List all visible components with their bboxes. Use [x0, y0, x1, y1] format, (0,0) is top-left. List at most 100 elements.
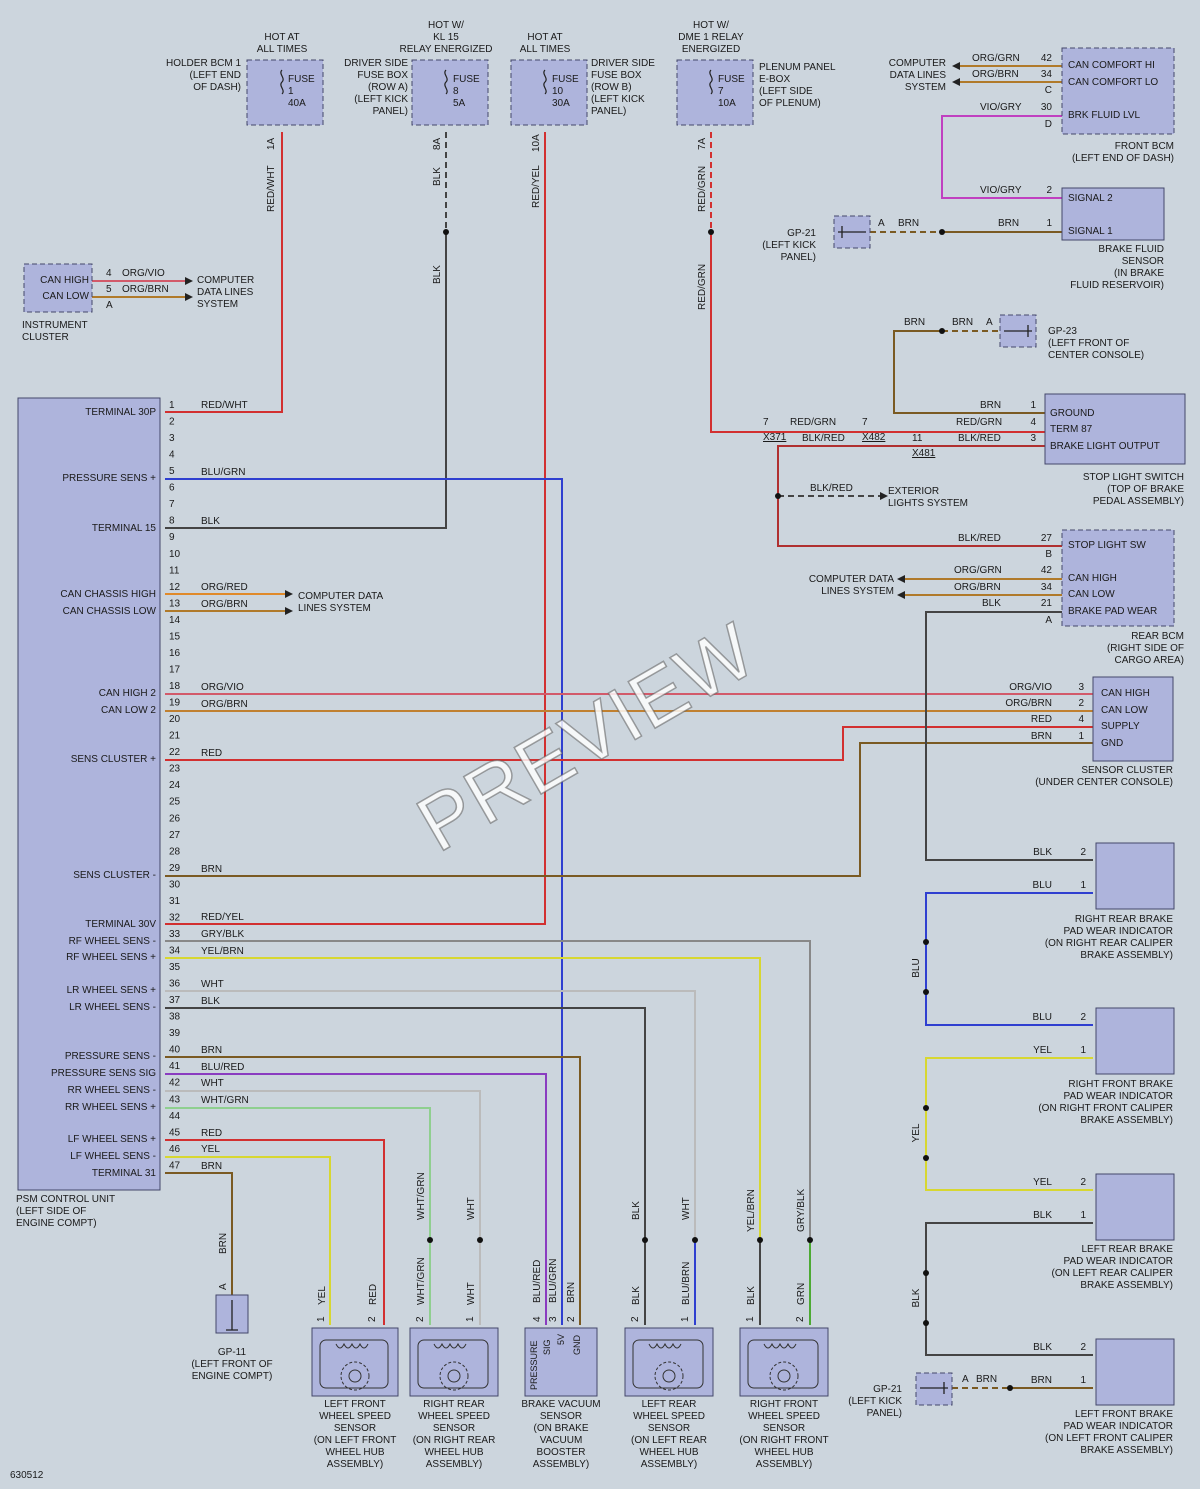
ic-pin-can-low: CAN LOW [42, 291, 89, 302]
psm-pin-number: 6 [169, 483, 175, 494]
fuse8-wire-lower: BLK [432, 265, 443, 284]
fbcm-dest-2: SYSTEM [905, 82, 946, 93]
psm-can-chassis-dest-0: COMPUTER DATA [298, 591, 384, 602]
psm-pin-number: 45 [169, 1127, 181, 1138]
pw-lr-name-2: (ON LEFT REAR CALIPER [1051, 1268, 1173, 1279]
psm-pin-number: 21 [169, 731, 181, 742]
fbcm-pin-can-comfort-lo: CAN COMFORT LO [1068, 77, 1158, 88]
psm-pin-number: 30 [169, 879, 181, 890]
rbcm-pin-can-high: CAN HIGH [1068, 573, 1117, 584]
arrow-ic-can-high [185, 277, 193, 285]
rr-name-2: SENSOR [433, 1423, 475, 1434]
sc-wire-org-vio: ORG/VIO [1009, 682, 1052, 693]
lf-pin-1: 1 [316, 1316, 327, 1322]
psm-label-terminal-15: TERMINAL 15 [92, 523, 157, 534]
pw-rf-name-1: PAD WEAR INDICATOR [1064, 1091, 1173, 1102]
ground-gp21-bottom [920, 1382, 948, 1394]
lr-name-1: WHEEL SPEED [633, 1411, 705, 1422]
bvs-name-4: BOOSTER [537, 1447, 586, 1458]
fuse10-label-0: FUSE [552, 74, 579, 85]
psm-label-lr-wheel-minus: LR WHEEL SENS - [69, 1002, 156, 1013]
psm-wire-13: ORG/BRN [201, 599, 248, 610]
wire-red-yel-fuse10 [165, 132, 546, 925]
rbcm-wire-org-brn: ORG/BRN [954, 582, 1001, 593]
pw-lf-name-1: PAD WEAR INDICATOR [1064, 1421, 1173, 1432]
fuse8-label-0: FUSE [453, 74, 480, 85]
wire-gry-blk-pin33 [165, 940, 811, 1325]
pad-wear-rf-box [1095, 1007, 1175, 1075]
sls-pin-num-1: 1 [1030, 400, 1036, 411]
gp21-top-pin: A [878, 218, 885, 229]
psm-label-can-high-2: CAN HIGH 2 [99, 688, 157, 699]
rr-name-5: ASSEMBLY) [426, 1459, 483, 1470]
wire-red-wht-fuse1 [165, 132, 283, 413]
rf-wire-grn: GRN [796, 1283, 807, 1305]
psm-pin-number: 1 [169, 400, 175, 411]
brake-fluid-sensor-box [1061, 187, 1165, 241]
psm-wire-41: BLU/RED [201, 1062, 244, 1073]
fuse8-loc-1: FUSE BOX [357, 70, 408, 81]
sls-wire-red-grn: RED/GRN [956, 417, 1002, 428]
psm-pin-number: 40 [169, 1045, 181, 1056]
bottom-sensor-boxes [311, 1327, 829, 1397]
junction-red-grn: RED/GRN [790, 417, 836, 428]
rr-name-3: (ON RIGHT REAR [413, 1435, 496, 1446]
psm-wire-5: BLU/GRN [201, 467, 245, 478]
splice-gp23 [939, 328, 945, 334]
splice-rr-b [477, 1237, 483, 1243]
psm-name-0: PSM CONTROL UNIT [16, 1194, 115, 1205]
fbcm-pin-42: 42 [1041, 53, 1053, 64]
rr-wheel-speed-sensor [409, 1327, 499, 1397]
gp23-name-2: CENTER CONSOLE) [1048, 350, 1144, 361]
sc-wire-brn: BRN [1031, 731, 1052, 742]
pw-lf-name-0: LEFT FRONT BRAKE [1075, 1409, 1173, 1420]
fuse10-hot-1: ALL TIMES [520, 44, 571, 55]
ext-dest-0: EXTERIOR [888, 486, 939, 497]
psm-pin-number: 16 [169, 648, 181, 659]
psm-pin-number: 8 [169, 516, 175, 527]
splice-blk-a [923, 1270, 929, 1276]
splice-fuse8 [443, 229, 449, 235]
arrow-fbcm-can-hi [952, 62, 960, 70]
gp11-name-2: ENGINE COMPT) [192, 1371, 273, 1382]
fbcm-pin-34: 34 [1041, 69, 1053, 80]
psm-label-sens-cluster-minus: SENS CLUSTER - [73, 870, 156, 881]
gp11-wire: BRN [218, 1233, 229, 1254]
rr-pin-1: 1 [465, 1316, 476, 1322]
wire-brn-pin29 [165, 742, 1093, 877]
psm-pin-number: 12 [169, 582, 181, 593]
ic-name-1: CLUSTER [22, 332, 69, 343]
wire-wht-pin36 [165, 990, 696, 1240]
splice-yel-a [923, 1105, 929, 1111]
fuse7-label-2: 10A [718, 98, 736, 109]
psm-pin-number: 33 [169, 929, 181, 940]
rr-name-0: RIGHT REAR [423, 1399, 485, 1410]
lf-pin-2: 2 [367, 1316, 378, 1322]
psm-name-1: (LEFT SIDE OF [16, 1206, 86, 1217]
psm-label-lf-wheel-minus: LF WHEEL SENS - [70, 1151, 156, 1162]
psm-label-rr-wheel-plus: RR WHEEL SENS + [65, 1102, 156, 1113]
arrow-rbcm-can-low [897, 591, 905, 599]
fuse-7-box [676, 59, 754, 126]
psm-label-can-chassis-high: CAN CHASSIS HIGH [60, 589, 156, 600]
lf-name-3: (ON LEFT FRONT [314, 1435, 397, 1446]
pad-wear-rr-box [1095, 842, 1175, 910]
wire-sls-brn [893, 330, 1045, 414]
fbcm-wire-vio-gry: VIO/GRY [980, 102, 1022, 113]
rr-pin-2: 2 [415, 1316, 426, 1322]
pw-rf-wire-yel: YEL [1033, 1045, 1052, 1056]
bvs-name-0: BRAKE VACUUM [521, 1399, 600, 1410]
bvs-wire-blu-red: BLU/RED [532, 1260, 543, 1303]
splice-blu-b [923, 989, 929, 995]
ic-pin-can-high: CAN HIGH [40, 275, 89, 286]
arrow-psm-can-chassis-high [285, 590, 293, 598]
pw-rr-pin-2: 2 [1080, 847, 1086, 858]
psm-pin-number: 36 [169, 979, 181, 990]
ic-dest-1: DATA LINES [197, 287, 254, 298]
lr-name-2: SENSOR [648, 1423, 690, 1434]
fbcm-wire-org-brn: ORG/BRN [972, 69, 1019, 80]
lr-name-5: ASSEMBLY) [641, 1459, 698, 1470]
sc-pin-num-2: 2 [1078, 698, 1084, 709]
gp21-bottom-name-0: GP-21 [873, 1384, 902, 1395]
splice-blu-a [923, 939, 929, 945]
